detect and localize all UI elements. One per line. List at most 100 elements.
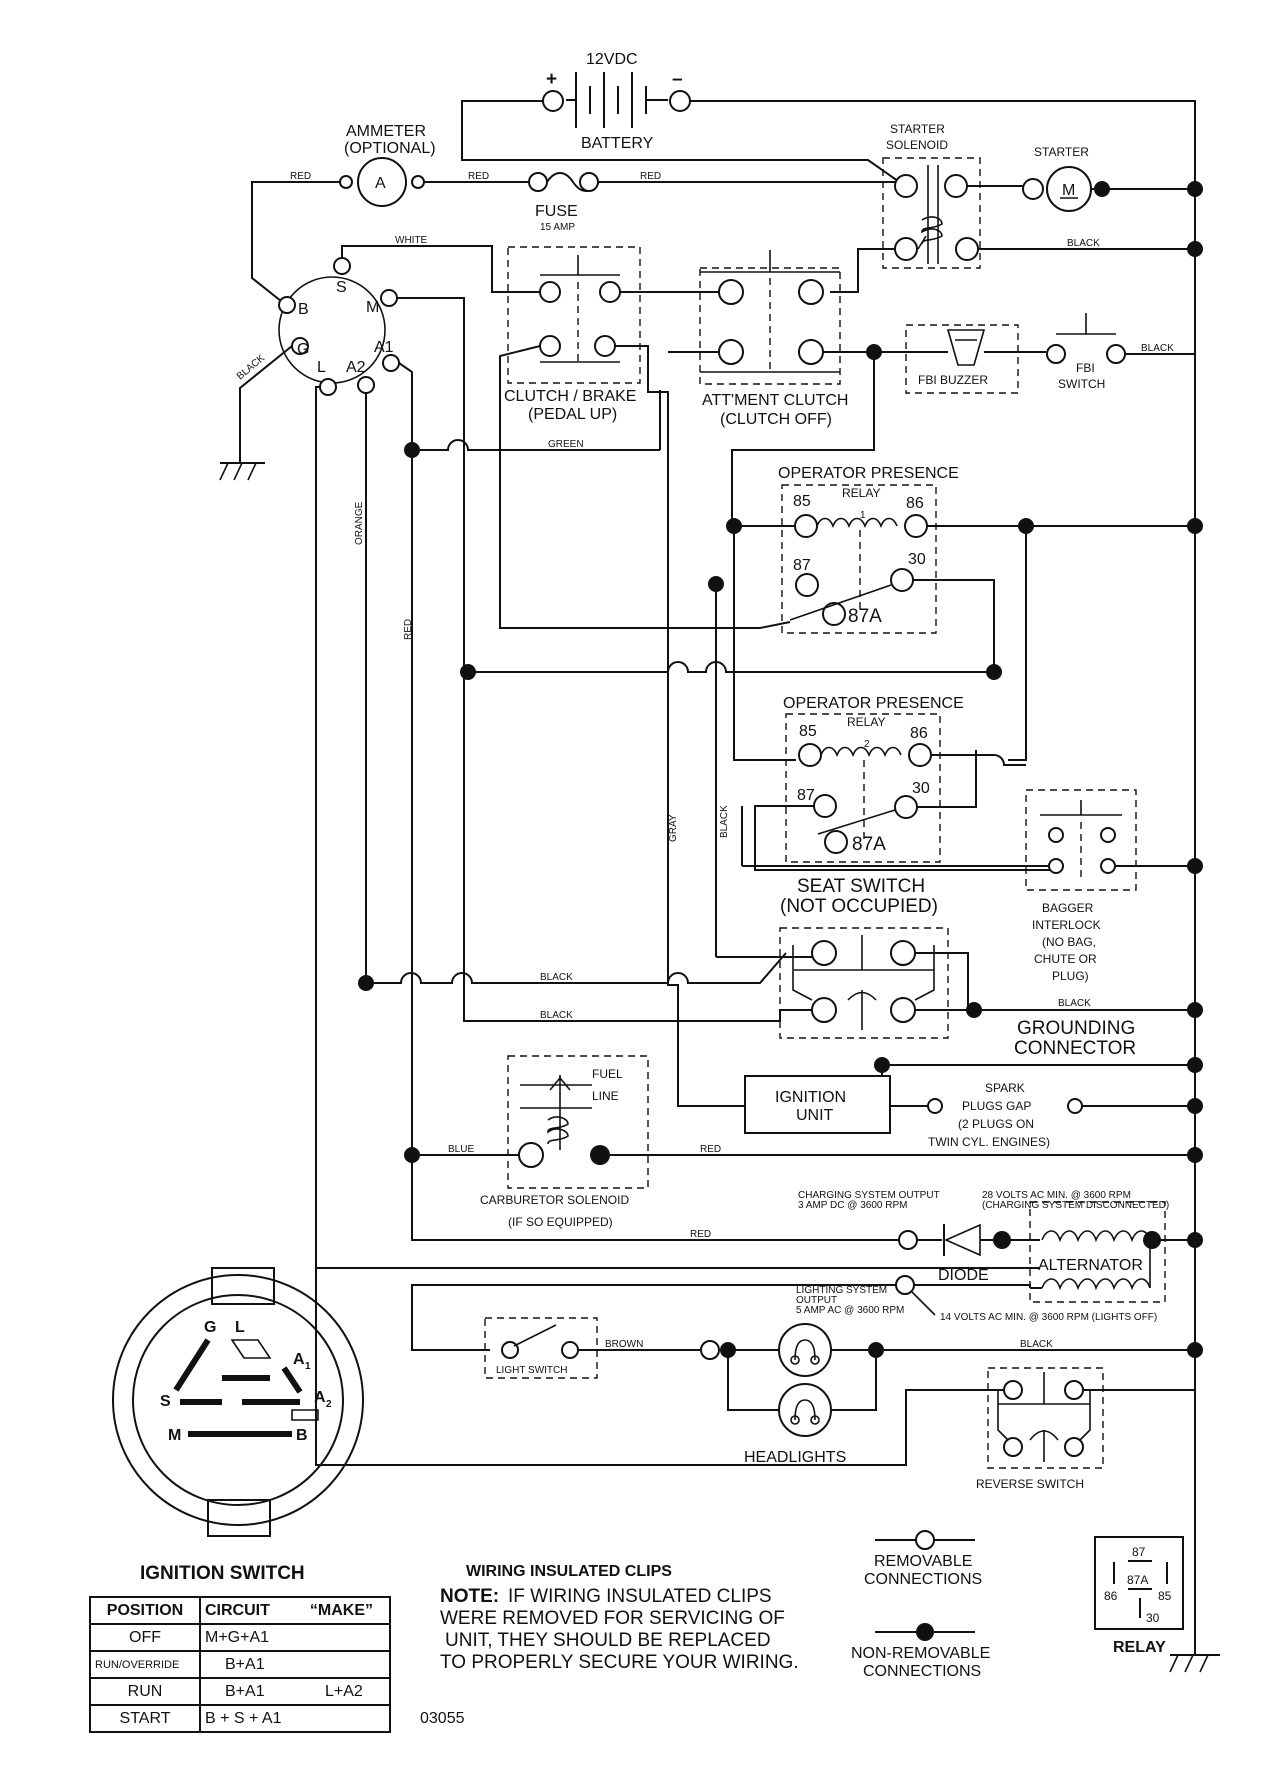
svg-text:87A: 87A [1127,1573,1148,1587]
svg-text:L: L [317,359,326,376]
terminal-b [278,296,296,314]
alternator: ALTERNATOR [1029,1201,1166,1303]
svg-text:M: M [168,1427,181,1444]
svg-text:REMOVABLE: REMOVABLE [874,1553,972,1570]
ground-symbol-left [219,462,265,481]
relay2-title: OPERATOR PRESENCE [783,695,964,712]
svg-text:87: 87 [793,557,811,574]
svg-text:85: 85 [793,493,811,510]
attment-clutch-switch: ATT'MENT CLUTCH (CLUTCH OFF) [699,250,848,428]
headlights: HEADLIGHTS [700,1323,846,1466]
seat-switch-line1: SEAT SWITCH [797,876,925,897]
svg-text:87: 87 [1132,1545,1146,1559]
fuse: FUSE 15 AMP [528,172,600,233]
reverse-switch: REVERSE SWITCH [976,1367,1104,1491]
svg-text:LINE: LINE [592,1089,619,1103]
terminal-m [380,289,398,307]
clutch-brake-switch: CLUTCH / BRAKE (PEDAL UP) [504,246,641,423]
ground-symbol-right [1169,1654,1220,1673]
clips-line2: WERE REMOVED FOR SERVICING OF [440,1608,785,1629]
seat-switch: SEAT SWITCH (NOT OCCUPIED) [779,876,949,1039]
ammeter-symbol: A [375,175,386,192]
ignition-switch-title: IGNITION SWITCH [140,1563,305,1584]
starter-solenoid-line2: SOLENOID [886,138,948,152]
clips-note: NOTE: [440,1586,499,1607]
svg-text:RED: RED [690,1229,711,1240]
fbi-switch: FBI SWITCH [1046,313,1126,391]
svg-text:L: L [235,1319,245,1336]
attment-clutch-line1: ATT'MENT CLUTCH [702,392,848,409]
headlights-label: HEADLIGHTS [744,1449,846,1466]
svg-text:B: B [296,1427,308,1444]
reverse-switch-label: REVERSE SWITCH [976,1477,1084,1491]
svg-text:A: A [314,1389,326,1406]
starter-label: STARTER [1034,145,1089,159]
battery: 12VDC + – BATTERY [542,51,691,152]
svg-text:G: G [204,1319,216,1336]
svg-text:RED: RED [403,619,414,640]
svg-text:14 VOLTS AC MIN. @ 3600 RPM (L: 14 VOLTS AC MIN. @ 3600 RPM (LIGHTS OFF) [940,1312,1157,1323]
svg-text:CONNECTIONS: CONNECTIONS [863,1663,981,1680]
clutch-brake-line2: (PEDAL UP) [528,406,617,423]
starter-solenoid: STARTER SOLENOID [882,122,981,269]
svg-text:BLUE: BLUE [448,1144,474,1155]
svg-text:30: 30 [908,551,926,568]
alternator-label: ALTERNATOR [1038,1257,1143,1274]
clips-title: WIRING INSULATED CLIPS [466,1563,672,1580]
header-circuit: CIRCUIT“MAKE” [199,1596,391,1625]
relay-legend-title: RELAY [1113,1639,1166,1656]
carb-line2: (IF SO EQUIPPED) [508,1215,613,1229]
table-row: RUN/OVERRIDE B+A1 [89,1650,391,1679]
svg-text:A1: A1 [374,339,394,356]
terminal-a1 [382,354,400,372]
bagger-interlock: BAGGER INTERLOCK (NO BAG, CHUTE OR PLUG) [1025,789,1137,983]
svg-text:S: S [336,279,347,296]
attment-clutch-line2: (CLUTCH OFF) [720,411,832,428]
svg-text:(CHARGING SYSTEM DISCONNECTED): (CHARGING SYSTEM DISCONNECTED) [982,1200,1169,1211]
svg-text:86: 86 [906,495,924,512]
terminal-s [333,257,351,275]
svg-text:CHARGING SYSTEM OUTPUT: CHARGING SYSTEM OUTPUT [798,1190,940,1201]
battery-label: BATTERY [581,135,654,152]
clips-line1: IF WIRING INSULATED CLIPS [508,1586,772,1607]
battery-voltage: 12VDC [586,51,638,68]
starter-motor: M [1022,166,1092,212]
doc-number: 03055 [420,1710,465,1727]
seat-switch-line2: (NOT OCCUPIED) [780,896,938,917]
relay2-sub: RELAY [847,715,885,729]
diode: DIODE [917,1223,989,1284]
header-position: POSITION [89,1596,201,1625]
svg-text:SPARK: SPARK [985,1081,1025,1095]
svg-text:BLACK: BLACK [1058,998,1091,1009]
svg-text:85: 85 [799,723,817,740]
clutch-brake-line1: CLUTCH / BRAKE [504,388,636,405]
ignition-switch-face: G L A 1 S A 2 M B [112,1267,364,1537]
fuse-rating: 15 AMP [540,222,575,233]
battery-plus: + [546,69,557,90]
svg-text:G: G [297,341,309,358]
battery-minus: – [672,69,683,90]
fbi-switch-line1: FBI [1076,361,1095,375]
svg-text:FUEL: FUEL [592,1067,623,1081]
spark-plugs: SPARK PLUGS GAP (2 PLUGS ON TWIN CYL. EN… [927,1081,1083,1149]
clips-line4: TO PROPERLY SECURE YOUR WIRING. [440,1652,799,1673]
fbi-switch-line2: SWITCH [1058,377,1105,391]
svg-text:1: 1 [305,1361,311,1372]
terminal-a2 [357,376,375,394]
svg-text:BLACK: BLACK [1067,238,1100,249]
svg-text:BLACK: BLACK [719,805,730,838]
bagger-line4: CHUTE OR [1034,952,1097,966]
svg-text:ORANGE: ORANGE [354,501,365,545]
relay-legend: 87 87A 86 85 30 RELAY [1094,1536,1184,1656]
grounding-line2: CONNECTOR [1014,1038,1136,1059]
svg-text:BLACK: BLACK [540,972,573,983]
svg-text:RED: RED [640,171,661,182]
bagger-line3: (NO BAG, [1042,935,1096,949]
svg-text:87A: 87A [852,834,886,855]
svg-text:(2 PLUGS ON: (2 PLUGS ON [958,1117,1034,1131]
svg-text:BLACK: BLACK [540,1010,573,1021]
svg-text:3 AMP DC @ 3600 RPM: 3 AMP DC @ 3600 RPM [798,1200,907,1211]
operator-presence-relay-2: OPERATOR PRESENCE RELAY 85 86 2 87 30 87… [783,695,964,863]
svg-text:86: 86 [1104,1589,1118,1603]
